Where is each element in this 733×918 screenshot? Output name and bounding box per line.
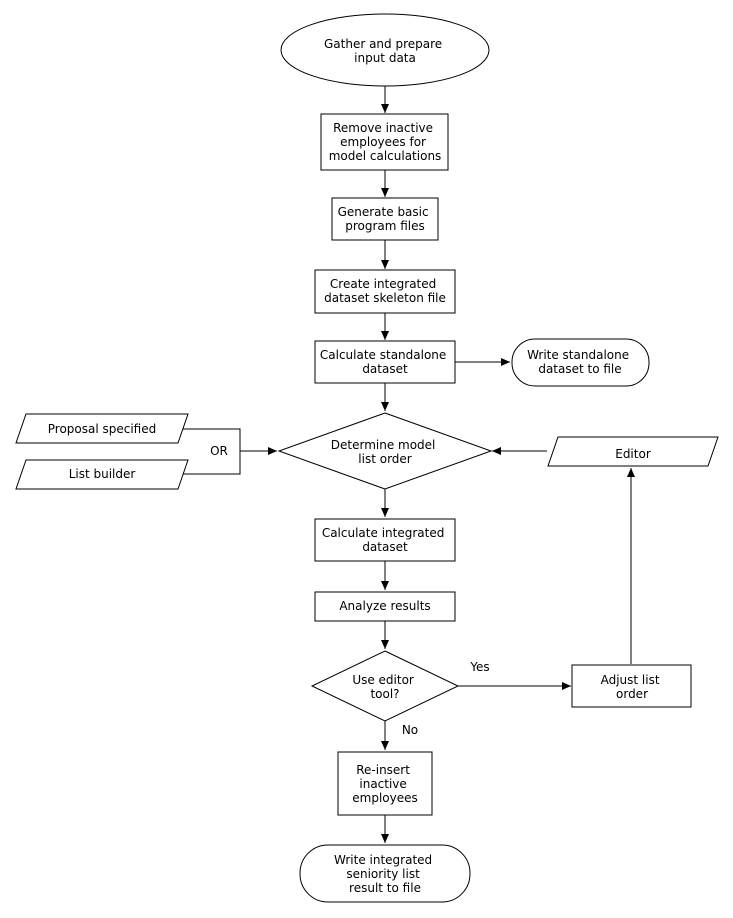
node-label: Determine model list order: [331, 438, 439, 466]
node-list-builder: List builder: [15, 459, 189, 490]
edge-label-no: No: [402, 723, 418, 737]
node-label: Calculate standalone dataset: [320, 348, 450, 376]
node-write-standalone: Write standalone dataset to file: [511, 338, 650, 387]
node-use-editor-decision: Use editor tool?: [310, 650, 460, 722]
node-calculate-standalone: Calculate standalone dataset: [314, 340, 456, 384]
node-editor: Editor: [547, 436, 719, 467]
node-proposal-specified: Proposal specified: [15, 413, 189, 444]
node-label: Re-insert inactive employees: [352, 763, 417, 805]
node-reinsert-inactive: Re-insert inactive employees: [337, 751, 433, 816]
node-remove-inactive: Remove inactive employees for model calc…: [320, 113, 449, 171]
or-label: OR: [210, 444, 228, 458]
node-generate-basic: Generate basic program files: [331, 197, 439, 241]
node-label: Use editor tool?: [352, 673, 417, 701]
node-analyze-results: Analyze results: [314, 591, 456, 622]
node-gather-input-data: Gather and prepare input data: [280, 13, 490, 87]
node-label: Proposal specified: [48, 422, 157, 436]
node-label: Analyze results: [339, 599, 430, 613]
node-label: Remove inactive employees for model calc…: [329, 121, 442, 163]
edges: [181, 86, 635, 843]
node-label: Generate basic program files: [338, 205, 433, 233]
edge-label-yes: Yes: [469, 660, 489, 674]
node-determine-order: Determine model list order: [277, 412, 493, 490]
node-write-integrated: Write integrated seniority list result t…: [299, 844, 471, 903]
node-calculate-integrated: Calculate integrated dataset: [314, 518, 456, 562]
node-label: Write integrated seniority list result t…: [334, 853, 436, 895]
node-label: Adjust list order: [601, 673, 664, 701]
node-label: List builder: [69, 467, 136, 481]
node-label: Gather and prepare input data: [324, 37, 446, 65]
node-label: Editor: [615, 447, 651, 461]
node-label: Create integrated dataset skeleton file: [324, 277, 446, 305]
node-adjust-list-order: Adjust list order: [571, 664, 692, 708]
node-label: Calculate integrated dataset: [322, 526, 448, 554]
node-label: Write standalone dataset to file: [527, 348, 633, 376]
node-create-skeleton: Create integrated dataset skeleton file: [314, 269, 456, 314]
